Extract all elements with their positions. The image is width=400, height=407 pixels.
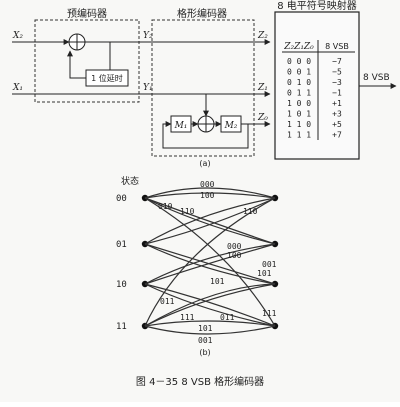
mapper-title: 8 电平符号映射器	[277, 0, 357, 12]
branch	[144, 283, 276, 327]
table-row-bits: 0 1 0	[287, 78, 311, 87]
branch	[144, 320, 276, 327]
branch	[144, 197, 276, 245]
trellis-encoder-title: 格形编码器	[177, 7, 227, 20]
mapper-box	[274, 11, 360, 160]
register-m1-label: M₁	[174, 121, 188, 131]
y2-label: Y₂	[143, 31, 153, 41]
state-label: 11	[116, 322, 127, 332]
table-row-bits: 1 0 1	[287, 110, 311, 119]
table-row-level: −7	[332, 57, 342, 66]
state-header: 状态	[121, 175, 139, 187]
table-row-bits: 0 0 1	[287, 68, 311, 77]
trellis-xor	[197, 115, 215, 133]
y1-label: Y₁	[143, 83, 153, 93]
branch-label: 101	[257, 269, 272, 278]
branch-label: 001	[198, 336, 213, 345]
trellis-encoder-box	[151, 19, 255, 157]
branch-label: 101	[210, 277, 225, 286]
trellis-branches	[144, 187, 276, 335]
branch	[144, 197, 276, 245]
branch	[144, 243, 276, 285]
input-x2-label: X₂	[12, 31, 23, 41]
table-row-level: +3	[332, 110, 342, 119]
branch-label: 101	[198, 324, 213, 333]
figure-caption: 图 4－35 8 VSB 格形编码器	[136, 375, 264, 388]
branch	[144, 325, 276, 335]
table-row-level: −3	[332, 78, 342, 87]
state-label: 10	[116, 280, 127, 290]
branch-label: 001	[262, 260, 277, 269]
z0-label: Z₀	[257, 113, 268, 123]
delay-label: 1 位延时	[91, 73, 123, 83]
state-label: 01	[116, 240, 127, 250]
branch-label: 111	[262, 309, 277, 318]
branch-label: 011	[220, 313, 235, 322]
branch-label: 100	[200, 191, 215, 200]
branch	[144, 283, 276, 327]
branch	[144, 197, 276, 327]
panel-a: 预编码器 格形编码器 8 电平符号映射器 X₂ X₁ Y₂ Z₂ 1 位延时 Y…	[12, 0, 397, 168]
branch	[144, 243, 276, 285]
precoder-title: 预编码器	[67, 7, 107, 20]
precoder-box	[34, 19, 140, 103]
branch-label: 000	[227, 242, 242, 251]
table-row-bits: 0 1 1	[287, 89, 311, 98]
input-x1-label: X₁	[12, 83, 23, 93]
z1-label: Z₁	[257, 83, 268, 93]
table-row-bits: 1 1 1	[287, 131, 311, 140]
branch-label: 110	[243, 207, 258, 216]
mapper-table: 0 0 0 −7 0 0 1 −5 0 1 0 −3 0 1 1 −1 1 0 0 +1 1 0 1…	[287, 57, 342, 140]
branch	[144, 192, 276, 199]
branch-label: 111	[180, 313, 195, 322]
branch	[144, 197, 276, 327]
branch	[144, 187, 276, 199]
panel-b-label: (b)	[199, 348, 210, 357]
table-row-bits: 1 0 0	[287, 99, 311, 108]
branch	[144, 283, 276, 327]
branch	[144, 243, 276, 285]
state-label: 00	[116, 194, 127, 204]
z2-label: Z₂	[257, 31, 268, 41]
table-row-level: −5	[332, 68, 342, 77]
table-row-bits: 1 1 0	[287, 120, 311, 129]
table-row-level: +1	[332, 99, 342, 108]
table-row-bits: 0 0 0	[287, 57, 311, 66]
table-header-bits: Z₂Z₁Z₀	[283, 42, 314, 52]
branch-label: 010	[158, 202, 173, 211]
branch	[144, 243, 276, 285]
precoder-xor	[68, 33, 86, 51]
panel-a-label: (a)	[199, 159, 210, 168]
output-label: 8 VSB	[363, 73, 390, 83]
branch-label: 011	[160, 297, 175, 306]
branch-labels: 000 100 010 110 110 000 100 001 101 101 …	[158, 180, 277, 345]
table-row-level: +5	[332, 120, 342, 129]
table-row-level: +7	[332, 131, 342, 140]
register-m2-label: M₂	[224, 121, 238, 131]
branch	[144, 197, 276, 245]
branch	[144, 283, 276, 327]
branch-label: 000	[200, 180, 215, 189]
table-row-level: −1	[332, 89, 342, 98]
table-header-level: 8 VSB	[325, 42, 349, 51]
branch-label: 100	[227, 251, 242, 260]
branch-label: 110	[180, 207, 195, 216]
branch	[144, 197, 276, 245]
